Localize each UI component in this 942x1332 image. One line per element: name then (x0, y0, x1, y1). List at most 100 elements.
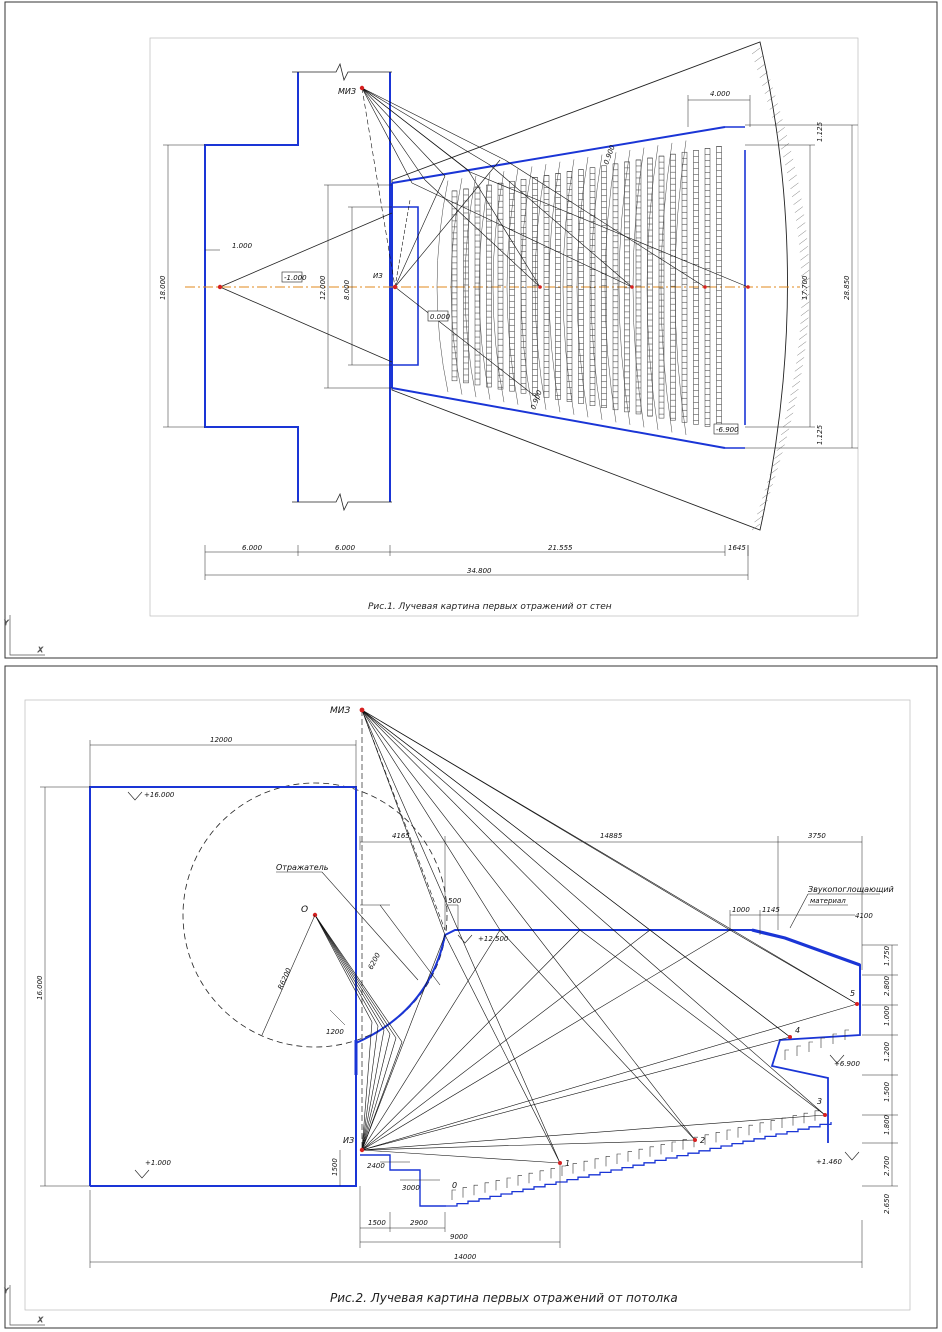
hatch-stroke (767, 95, 776, 102)
ray-dashed (361, 87, 396, 288)
hatch-stroke (762, 79, 771, 86)
sheet-frame-bottom (4, 665, 938, 1329)
hatch-stroke (757, 507, 766, 515)
fig1-stage-cone (219, 212, 393, 363)
ray-reflector-src (361, 1041, 403, 1151)
hatch-stroke (799, 246, 808, 253)
ucs-icon-bottom: YX (4, 1285, 45, 1326)
ucs-icon-top: YX (4, 615, 45, 656)
ray-up (361, 929, 731, 1151)
fig2-dim-2900: 2900 (410, 1219, 428, 1227)
seat-profile (792, 1115, 797, 1126)
fig2-point-label-0: 0 (452, 1181, 457, 1190)
ray-direct (361, 709, 791, 1038)
fig2-section: МИЗ ИЗ О 1 2 3 4 5 0 Отражатель Звукопог… (36, 706, 898, 1305)
fig2-rays (314, 709, 858, 1164)
fig1-mark-stage: -1.000 (284, 274, 307, 282)
fig1-caption: Рис.1. Лучевая картина первых отражений … (368, 602, 612, 612)
seat-profile (682, 1139, 687, 1150)
fig1-listener-point (746, 285, 750, 289)
ray-up (361, 929, 501, 1151)
hatch-stroke (794, 365, 803, 372)
fig1-outer-shell (391, 41, 788, 531)
ray-reflector-src (361, 1029, 385, 1151)
ray (361, 87, 446, 177)
fig2-dim-12000: 12000 (210, 736, 233, 744)
seat-row (451, 190, 458, 382)
fig1-source-point (359, 85, 365, 91)
seat-profile (517, 1175, 522, 1186)
ray-reflector-src (361, 1021, 373, 1151)
fig2-source-label: МИЗ (330, 706, 350, 716)
row-arc (674, 140, 687, 436)
fig2-dim-r8: 2.650 (883, 1193, 891, 1214)
fig1-dim-v1: 18.000 (159, 275, 167, 300)
ray-from-source (361, 1003, 858, 1151)
fig2-listener-2 (693, 1138, 697, 1142)
seat-profile (627, 1151, 632, 1162)
hatch-stroke (791, 381, 801, 388)
hatch-stroke (769, 468, 778, 475)
ray-reflector (314, 914, 385, 1031)
hatch-stroke (801, 293, 810, 301)
ray-reflected (411, 182, 633, 288)
hatch-stroke (759, 500, 768, 507)
hatch-stroke (798, 333, 808, 340)
fig2-mark-bottom: +1.000 (145, 1159, 171, 1167)
seat-profile (660, 1144, 665, 1155)
ray-reflected (444, 934, 561, 1164)
hatch-stroke (774, 119, 783, 126)
seat-profile (451, 1189, 456, 1200)
hatch-stroke (793, 373, 802, 380)
seat-profile (572, 1163, 577, 1174)
ray-direct (361, 709, 858, 1005)
hatch-stroke (764, 484, 773, 491)
row-arc (576, 156, 589, 418)
ray-reflector-src (361, 1025, 379, 1151)
hatch-stroke (800, 254, 809, 261)
row-arc (506, 168, 519, 405)
ray (361, 87, 491, 166)
seat-profile (803, 1112, 808, 1124)
fig2-dim-3000: 3000 (402, 1184, 420, 1192)
fig1-break-top (292, 62, 392, 82)
fig2-center-label: О (301, 905, 308, 915)
fig1-mark-floor: 0.000 (430, 313, 451, 321)
seat-profile (748, 1124, 753, 1136)
fig2-source2-point (359, 1147, 365, 1153)
hatch-stroke (801, 301, 810, 309)
row-arc (562, 159, 575, 415)
ray-from-source (361, 1114, 826, 1151)
fig2-ceiling (355, 929, 861, 1044)
ray-direct (361, 709, 561, 1164)
ray-reflected (579, 929, 826, 1116)
ray-reflector (314, 914, 397, 1039)
seat-profile (506, 1177, 511, 1188)
fig2-mark-ceiling: +12.500 (478, 935, 509, 943)
hatch-stroke (786, 404, 796, 412)
fig2-dim-1145: 1145 (762, 906, 780, 914)
ray-incident (361, 709, 446, 936)
ray (361, 87, 506, 161)
fig2-source-point (359, 707, 365, 713)
svg-text:Y: Y (4, 619, 9, 627)
hatch-stroke (797, 222, 806, 229)
hatch-stroke (797, 349, 806, 356)
fig2-point-label-5: 5 (850, 989, 855, 998)
hatch-stroke (780, 428, 790, 435)
inner-frame-bottom (24, 699, 911, 1311)
hatch-stroke (780, 143, 790, 150)
ray-reflector-src (361, 1037, 397, 1151)
fig1-dim-bottom-3: 21.555 (548, 544, 573, 552)
seat-row (543, 175, 550, 398)
fig2-dim-500: 500 (448, 897, 462, 905)
ray (361, 87, 426, 181)
seat-profile (796, 1045, 801, 1056)
ray-dashed (394, 199, 411, 288)
ray-reflected (504, 159, 706, 288)
ray-reflector-src (361, 1033, 391, 1151)
seat-profile (638, 1148, 643, 1160)
hatch-stroke (798, 341, 807, 348)
hatch-stroke (790, 182, 799, 190)
fig1-stage-point (217, 284, 223, 290)
